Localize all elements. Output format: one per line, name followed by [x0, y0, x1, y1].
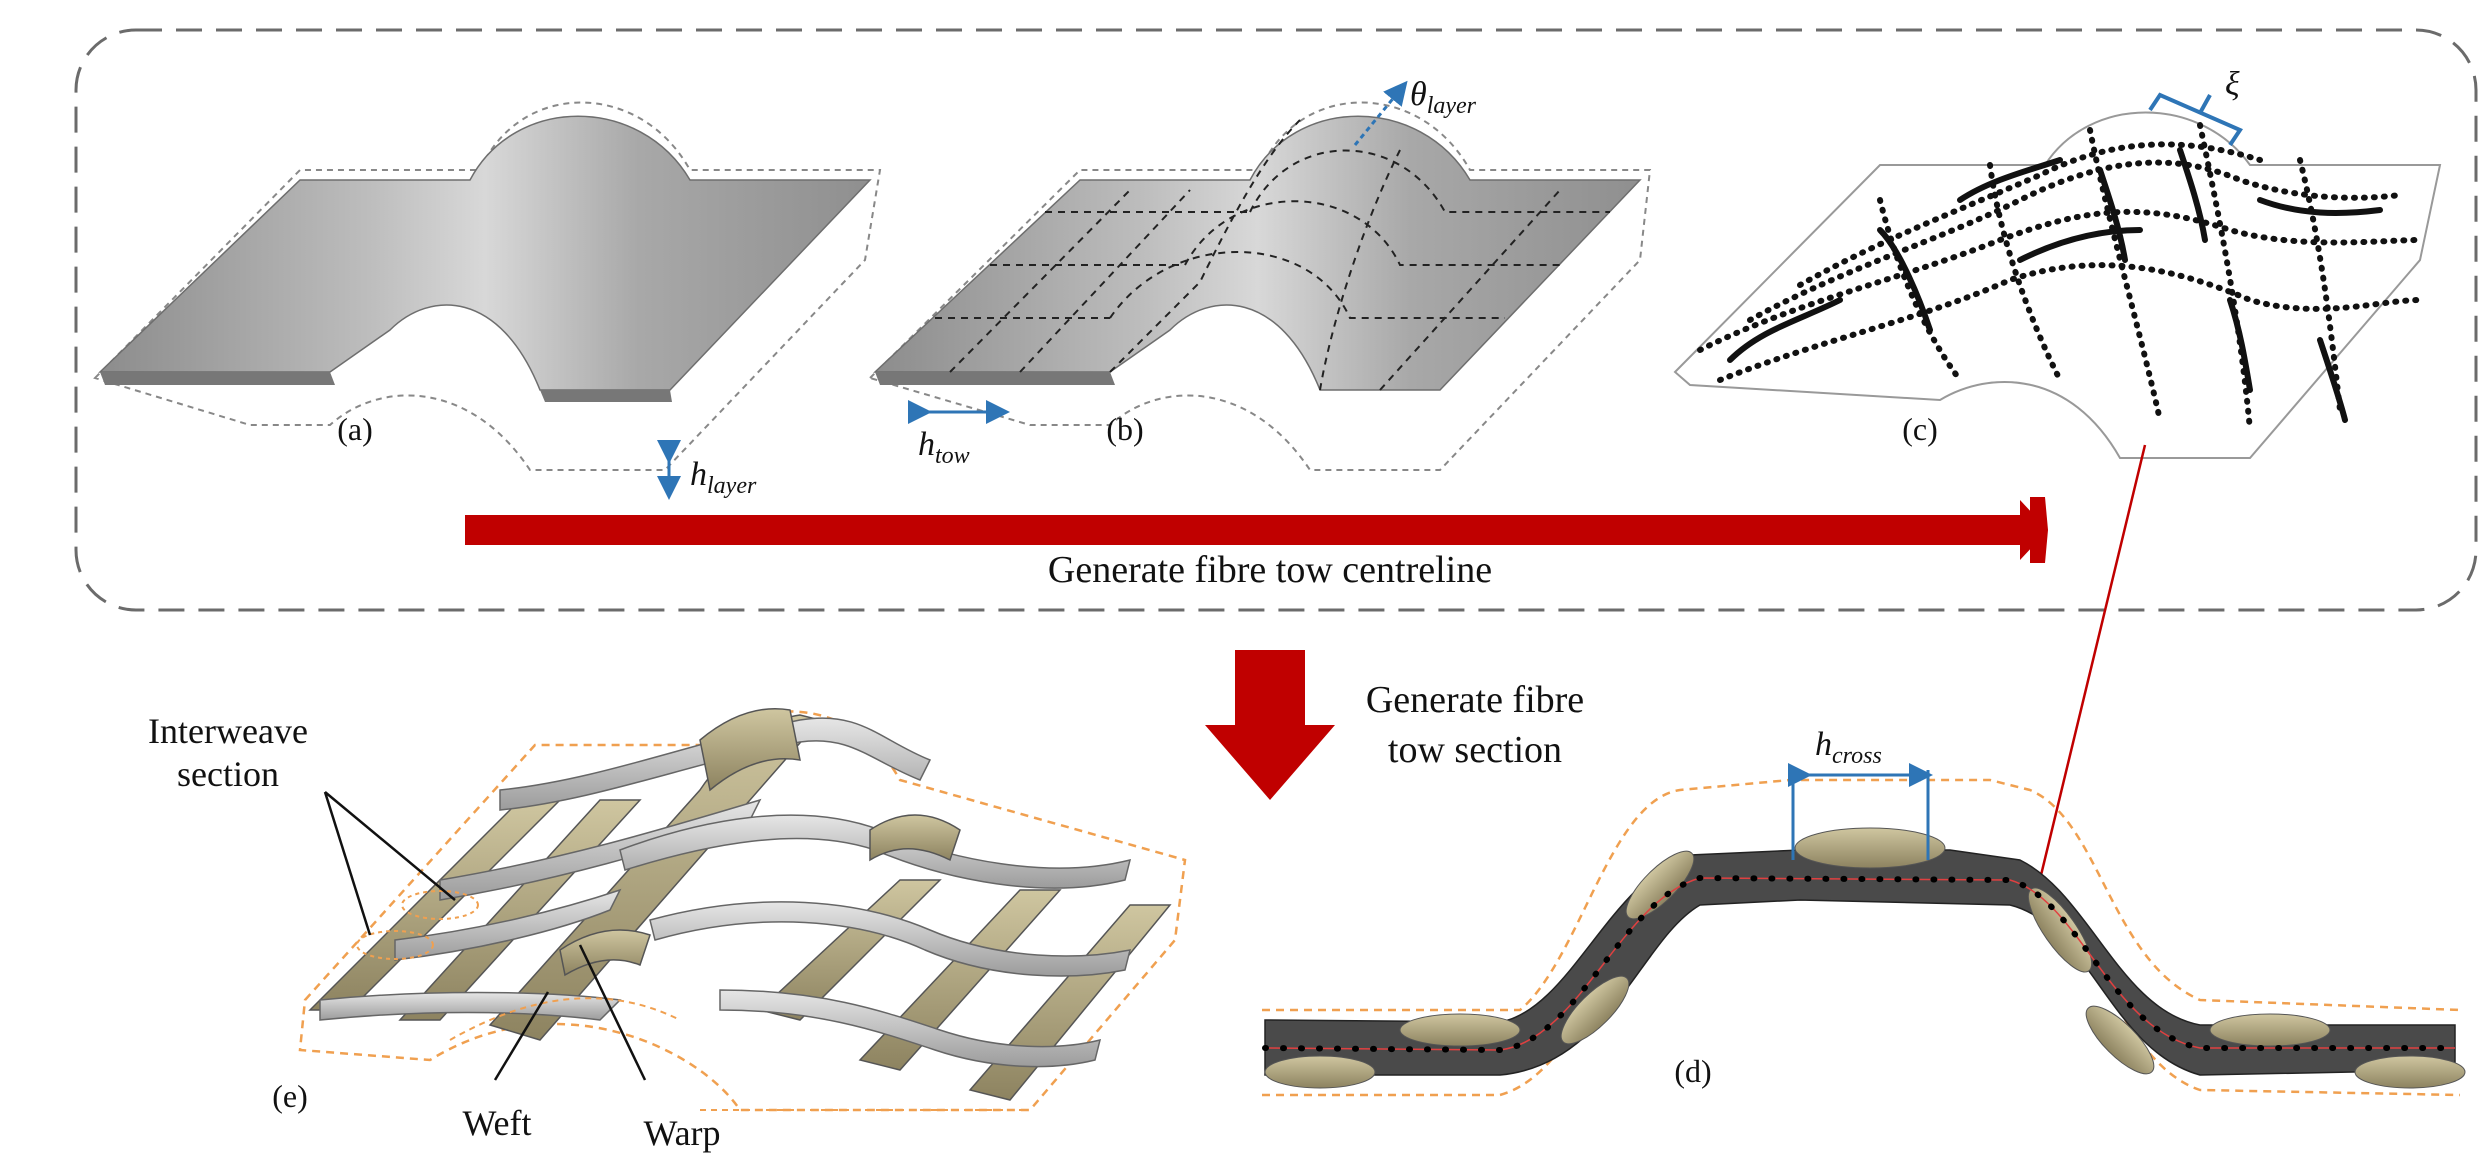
- weft-label: Weft: [462, 1103, 531, 1143]
- panel-c-label: (c): [1902, 411, 1938, 447]
- section-arrow-label-2: tow section: [1388, 729, 1562, 771]
- xi-symbol: ξ: [2225, 66, 2240, 103]
- warp-leader: [578, 944, 647, 1081]
- warp-label: Warp: [643, 1113, 720, 1153]
- panel-a-label: (a): [337, 411, 373, 447]
- panel-e-woven-fabric: [298, 708, 1187, 1112]
- panel-d-label: (d): [1674, 1053, 1711, 1089]
- interweave-label-1: Interweave: [148, 711, 308, 751]
- process-frame: [74, 28, 2478, 612]
- weft-leader: [493, 991, 550, 1081]
- section-arrow-label-1: Generate fibre: [1366, 679, 1584, 721]
- interweave-leader-2: [323, 791, 372, 936]
- interweave-leader-1: [324, 791, 456, 901]
- h-tow-symbol: htow: [918, 426, 970, 469]
- centreline-arrow-label: Generate fibre tow centreline: [1048, 549, 1492, 591]
- section-down-arrow: [1205, 650, 1335, 800]
- theta-layer-symbol: θlayer: [1410, 76, 1477, 119]
- panel-e-label: (e): [272, 1078, 308, 1114]
- centreline-arrow: [465, 497, 2048, 563]
- h-layer-symbol: hlayer: [690, 456, 757, 499]
- interweave-label-2: section: [177, 754, 279, 794]
- panel-a-layer-sheet: [93, 101, 882, 471]
- theta-layer-arrow: [1353, 80, 1408, 146]
- c-to-d-arrow: [2027, 444, 2147, 905]
- panel-b-label: (b): [1106, 411, 1143, 447]
- panel-b-grid-sheet: [868, 101, 1652, 471]
- panel-c-centrelines: [1673, 111, 2442, 459]
- h-cross-symbol: hcross: [1815, 726, 1882, 769]
- panel-d-cross-section: [1262, 778, 2466, 1097]
